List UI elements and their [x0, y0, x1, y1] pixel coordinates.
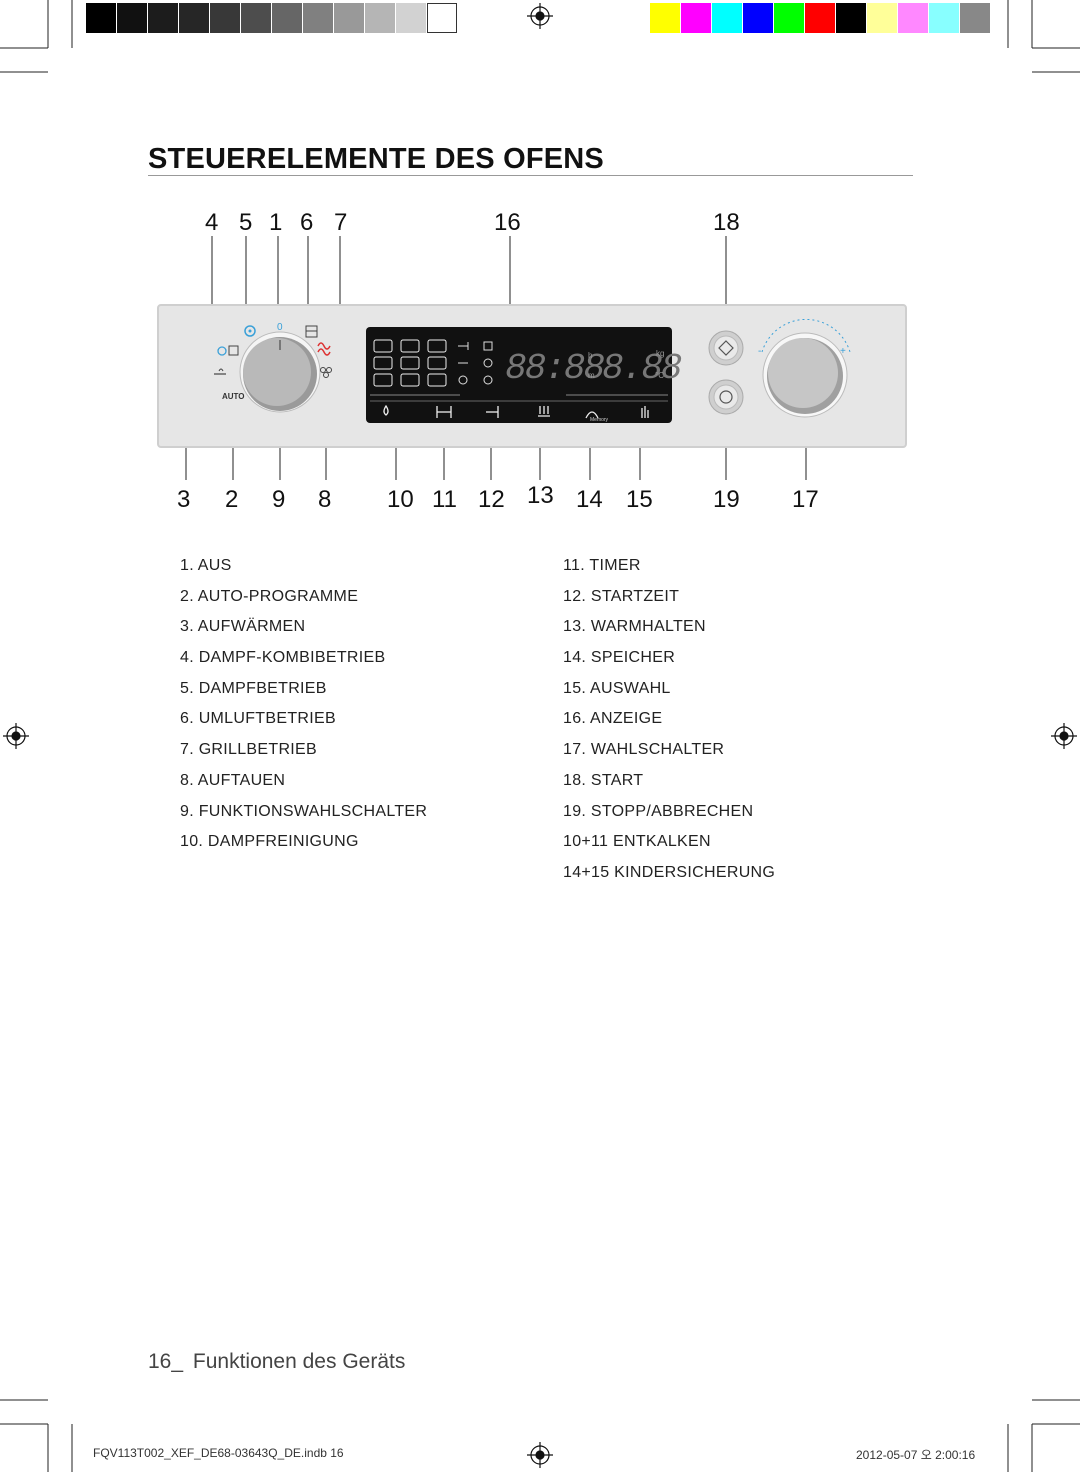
callout-3: 3	[177, 486, 191, 513]
legend-item: 19. STOPP/ABBRECHEN	[563, 802, 754, 820]
legend-item: 3. AUFWÄRMEN	[180, 618, 306, 636]
color-swatch	[898, 3, 928, 33]
registration-target-icon	[1051, 723, 1077, 749]
gray-swatch	[396, 3, 426, 33]
steam-icon	[244, 325, 256, 337]
grill-icon	[317, 342, 331, 356]
callout-2: 2	[225, 486, 239, 513]
color-swatch	[650, 3, 680, 33]
legend-left-column: 1. AUS 2. AUTO-PROGRAMME 3. AUFWÄRMEN 4.…	[180, 556, 427, 863]
svg-text:Memory: Memory	[590, 417, 609, 423]
callout-1: 1	[269, 209, 283, 236]
svg-text:8.88: 8.88	[602, 348, 682, 389]
callout-18: 18	[713, 209, 740, 236]
page-number: 16_	[148, 1350, 184, 1373]
callout-14: 14	[576, 486, 603, 513]
legend-item: 18. START	[563, 771, 644, 789]
control-panel-diagram: 0 AUTO 88:88 h m 8.88 kg °C	[157, 236, 907, 480]
print-file-info: FQV113T002_XEF_DE68-03643Q_DE.indb 16	[93, 1446, 344, 1460]
legend-item: 2. AUTO-PROGRAMME	[180, 587, 359, 605]
legend-item: 7. GRILLBETRIEB	[180, 741, 317, 759]
color-swatch	[774, 3, 804, 33]
legend-item: 8. AUFTAUEN	[180, 771, 286, 789]
combi-steam-icon	[217, 345, 239, 356]
callout-15: 15	[626, 486, 653, 513]
legend-item: 10+11 ENTKALKEN	[563, 833, 711, 851]
section-name: Funktionen des Geräts	[192, 1350, 406, 1373]
legend-right-column: 11. TIMER 12. STARTZEIT 13. WARMHALTEN 1…	[563, 556, 775, 894]
registration-target-icon	[3, 723, 29, 749]
gray-swatch	[148, 3, 178, 33]
callout-12: 12	[478, 486, 505, 513]
legend-item: 16. ANZEIGE	[563, 710, 663, 728]
gray-swatch	[365, 3, 395, 33]
color-swatch	[712, 3, 742, 33]
gray-swatch	[272, 3, 302, 33]
callout-8: 8	[318, 486, 332, 513]
color-swatch	[960, 3, 990, 33]
legend-item: 15. AUSWAHL	[563, 679, 671, 697]
callout-9: 9	[272, 486, 286, 513]
legend-item: 4. DAMPF-KOMBIBETRIEB	[180, 649, 386, 667]
gray-swatch	[241, 3, 271, 33]
callout-19: 19	[713, 486, 740, 513]
legend-item: 5. DAMPFBETRIEB	[180, 679, 327, 697]
svg-text:88:88: 88:88	[505, 348, 604, 389]
legend-item: 10. DAMPFREINIGUNG	[180, 833, 359, 851]
color-swatch	[836, 3, 866, 33]
start-diamond-icon	[718, 340, 734, 356]
callout-4: 4	[205, 209, 219, 236]
color-swatch	[929, 3, 959, 33]
registration-target-icon	[527, 3, 553, 29]
callout-7: 7	[334, 209, 348, 236]
registration-target-icon	[527, 1442, 553, 1468]
svg-text:AUTO: AUTO	[222, 392, 245, 401]
gray-swatch	[179, 3, 209, 33]
callout-11: 11	[432, 486, 457, 513]
callout-16: 16	[494, 209, 521, 236]
callout-10: 10	[387, 486, 414, 513]
svg-text:kg: kg	[656, 349, 664, 358]
legend-item: 14+15 KINDERSICHERUNG	[563, 863, 776, 881]
gray-swatch	[427, 3, 457, 33]
callout-17: 17	[792, 486, 819, 513]
svg-text:+: +	[840, 346, 846, 357]
legend-item: 17. WAHLSCHALTER	[563, 741, 725, 759]
legend-item: 11. TIMER	[563, 557, 641, 574]
gray-swatch	[117, 3, 147, 33]
svg-text:-: -	[758, 346, 761, 357]
gray-swatch	[334, 3, 364, 33]
gray-swatch	[210, 3, 240, 33]
legend-item: 12. STARTZEIT	[563, 587, 680, 605]
warm-up-icon	[214, 368, 226, 375]
page-footer: 16_ Funktionen des Geräts	[148, 1350, 405, 1374]
legend-item: 13. WARMHALTEN	[563, 618, 706, 636]
legend-item: 1. AUS	[180, 557, 232, 574]
color-swatch	[805, 3, 835, 33]
gray-swatch	[303, 3, 333, 33]
callout-5: 5	[239, 209, 253, 236]
stop-circle-icon	[719, 390, 733, 404]
title-divider	[148, 175, 913, 176]
svg-text:h: h	[588, 351, 592, 360]
svg-text:0: 0	[277, 322, 283, 333]
color-swatch	[681, 3, 711, 33]
color-swatch	[743, 3, 773, 33]
legend-item: 9. FUNKTIONSWAHLSCHALTER	[180, 802, 428, 820]
gray-swatch	[86, 3, 116, 33]
print-timestamp: 2012-05-07 오 2:00:16	[856, 1448, 976, 1462]
page-title: STEUERELEMENTE DES OFENS	[148, 143, 604, 175]
legend-item: 6. UMLUFTBETRIEB	[180, 710, 336, 728]
color-swatch	[867, 3, 897, 33]
legend-item: 14. SPEICHER	[563, 649, 676, 667]
defrost-icon	[320, 367, 332, 378]
callout-6: 6	[300, 209, 314, 236]
svg-text:°C: °C	[655, 371, 664, 380]
convection-fan-icon	[305, 325, 318, 338]
svg-text:m: m	[588, 371, 595, 380]
callout-13: 13	[527, 482, 554, 509]
